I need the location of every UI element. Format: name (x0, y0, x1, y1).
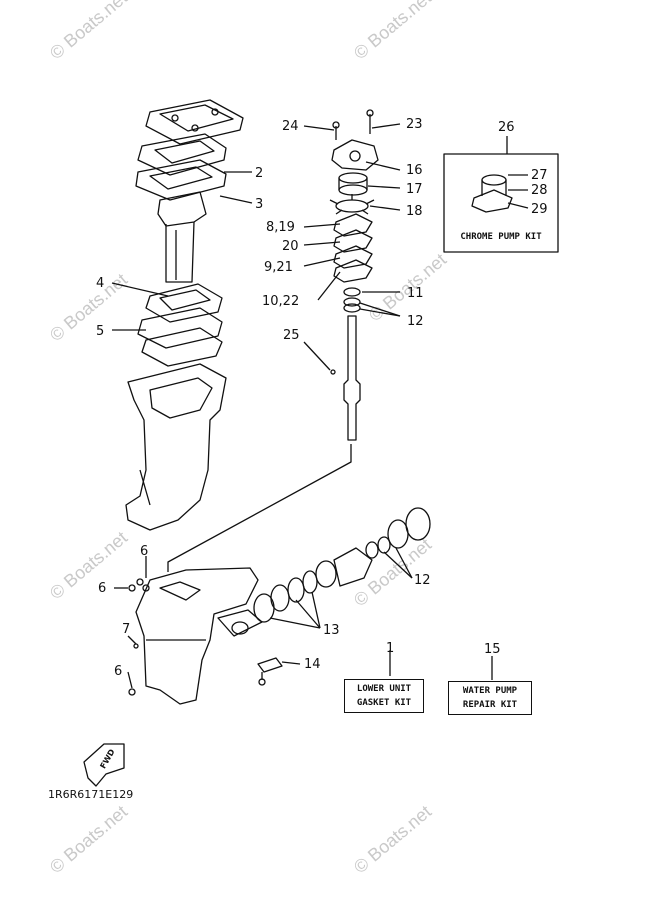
callout-3: 3 (255, 197, 263, 212)
callout-9-21: 9,21 (264, 260, 293, 275)
callout-20: 20 (282, 239, 299, 254)
callout-25: 25 (283, 328, 300, 343)
callout-14: 14 (304, 657, 321, 672)
callout-12-lower: 12 (414, 573, 431, 588)
oil-seal-13 (231, 621, 249, 635)
callout-10-22: 10,22 (262, 294, 299, 309)
callout-15: 15 (484, 642, 501, 657)
exhaust-pipe (157, 191, 207, 283)
insert-cartridge-17 (338, 172, 368, 196)
chrome-pump-kit-label: CHROME PUMP KIT (448, 230, 554, 244)
fwd-label: FWD (98, 747, 116, 770)
pump-plates (333, 213, 373, 283)
top-plate-gasket (145, 99, 244, 145)
pump-bolt-23 (366, 109, 374, 134)
callout-5: 5 (96, 324, 104, 339)
gasket-3 (135, 159, 227, 201)
fwd-arrow-icon (83, 743, 125, 787)
callout-1: 1 (386, 641, 394, 656)
callout-17: 17 (406, 182, 423, 197)
callout-13: 13 (323, 623, 340, 638)
key-25 (330, 369, 336, 375)
callout-27: 27 (531, 168, 548, 183)
seals-12 (343, 297, 361, 313)
callout-6-left: 6 (98, 581, 106, 596)
callout-8-19: 8,19 (266, 220, 295, 235)
callout-16: 16 (406, 163, 423, 178)
lower-unit-kit-line2: GASKET KIT (356, 698, 412, 708)
callout-2: 2 (255, 166, 263, 181)
gasket-2 (137, 133, 227, 176)
callout-29: 29 (531, 202, 548, 217)
screws-6-7 (128, 578, 150, 696)
callout-23: 23 (406, 117, 423, 132)
o-ring-11 (343, 287, 361, 297)
pump-housing-16 (331, 139, 379, 171)
lower-seal-set (253, 507, 431, 623)
chrome-pump-assembly (471, 174, 513, 213)
callout-7: 7 (122, 622, 130, 637)
drive-shaft (343, 315, 361, 441)
water-pump-kit-line1: WATER PUMP (462, 686, 518, 696)
water-pump-repair-kit-box: WATER PUMP REPAIR KIT (448, 681, 532, 715)
lower-unit-gasket-kit-box: LOWER UNIT GASKET KIT (344, 679, 424, 713)
water-pump-kit-line2: REPAIR KIT (462, 700, 518, 710)
impeller-18 (329, 194, 375, 215)
plate-14 (257, 657, 283, 686)
lower-unit-kit-line1: LOWER UNIT (356, 684, 412, 694)
gasket-5 (137, 307, 223, 367)
callout-6-top: 6 (140, 544, 148, 559)
callout-12-upper: 12 (407, 314, 424, 329)
callout-26: 26 (498, 120, 515, 135)
gasket-4 (145, 283, 223, 323)
callout-6-bottom: 6 (114, 664, 122, 679)
diagram-code: 1R6R6171E129 (48, 788, 134, 801)
callout-11: 11 (407, 286, 424, 301)
chrome-pump-kit-text: CHROME PUMP KIT (460, 232, 542, 242)
callout-24: 24 (282, 119, 299, 134)
chrome-pump-kit-box (443, 153, 559, 253)
callout-4: 4 (96, 276, 104, 291)
lower-casing (135, 567, 263, 705)
pump-bolt-24 (332, 121, 340, 140)
callout-18: 18 (406, 204, 423, 219)
upper-casing (125, 363, 227, 531)
callout-28: 28 (531, 183, 548, 198)
